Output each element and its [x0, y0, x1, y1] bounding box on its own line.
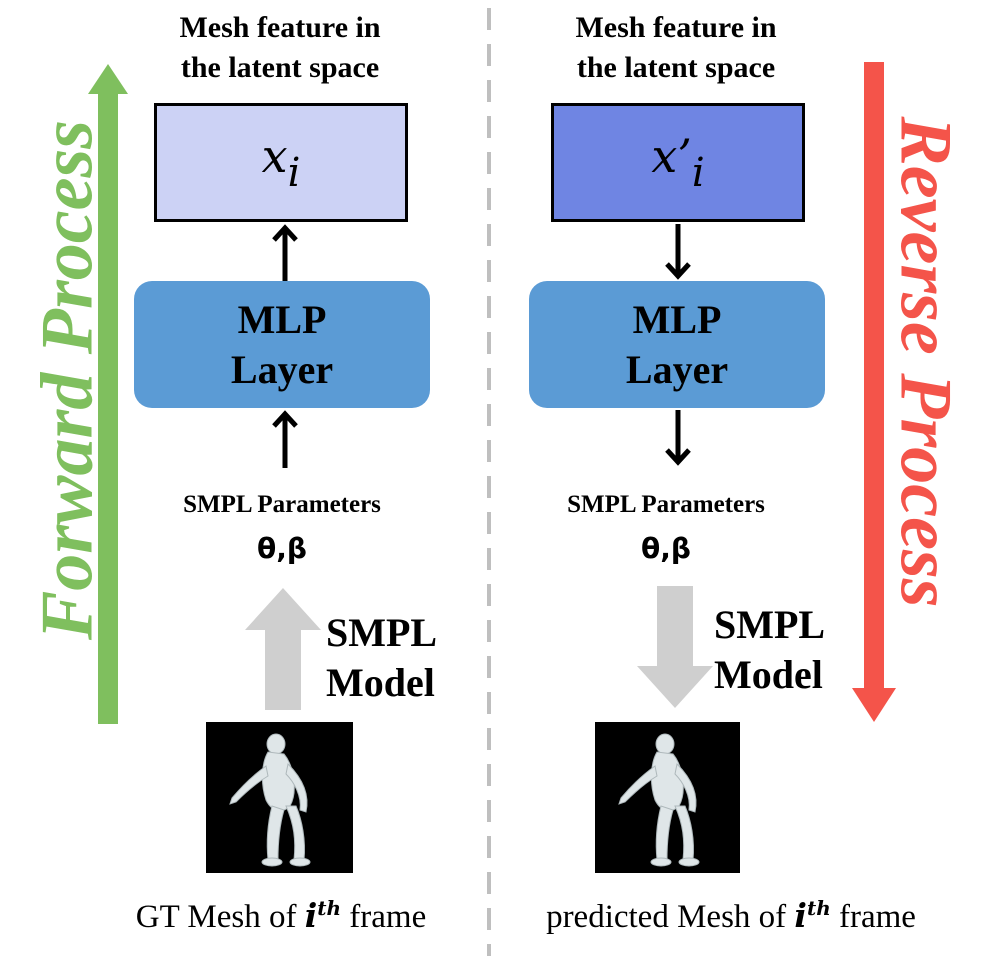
center-divider: [487, 8, 491, 956]
left-latent-title-line2: the latent space: [180, 51, 380, 84]
right-caption: predicted Mesh of ith frame: [546, 896, 916, 935]
right-latent-title-line1: Mesh feature in: [575, 11, 777, 44]
left-up-arrow-top: [272, 224, 298, 282]
left-up-arrow-bottom: [272, 410, 298, 468]
left-smpl-parameters-symbols: θ,β: [257, 532, 307, 565]
forward-process-arrow: [88, 64, 128, 724]
left-smpl-model-arrow: [245, 588, 321, 710]
right-smpl-model-line1: SMPL: [714, 602, 826, 647]
left-caption: GT Mesh of ith frame: [135, 896, 427, 935]
left-latent-box: xi: [154, 103, 408, 222]
right-latent-title-line2: the latent space: [576, 51, 776, 84]
right-down-arrow-top: [665, 224, 691, 280]
reverse-process-label: Reverse Process: [884, 116, 967, 608]
left-mlp-line2: Layer: [230, 346, 334, 392]
left-smpl-parameters-label: SMPL Parameters: [183, 491, 381, 518]
left-latent-title: Mesh feature in the latent space: [120, 8, 440, 88]
right-human-mesh-figure: [618, 733, 700, 867]
left-human-mesh-figure: [229, 733, 311, 867]
reverse-process-arrow: [852, 62, 896, 722]
right-down-arrow-bottom: [665, 410, 691, 466]
right-predicted-mesh-image: [595, 722, 740, 873]
right-latent-box: x’i: [551, 103, 805, 222]
left-mlp-layer: MLP Layer: [134, 281, 430, 408]
right-mlp-line2: Layer: [625, 346, 729, 392]
right-mlp-line1: MLP: [632, 296, 722, 342]
right-smpl-parameters-symbols: θ,β: [641, 532, 691, 565]
left-latent-variable: xi: [261, 129, 301, 196]
right-smpl-model-label: SMPL Model: [714, 600, 825, 700]
left-latent-title-line1: Mesh feature in: [179, 11, 381, 44]
right-smpl-model-line2: Model: [714, 652, 823, 697]
left-smpl-model-line2: Model: [326, 660, 435, 705]
left-smpl-model-label: SMPL Model: [326, 608, 437, 708]
left-gt-mesh-image: [206, 722, 353, 873]
right-smpl-model-arrow: [637, 586, 713, 708]
forward-process-label: Forward Process: [26, 119, 109, 641]
left-mlp-line1: MLP: [237, 296, 327, 342]
right-latent-variable: x’i: [651, 129, 705, 196]
left-smpl-model-line1: SMPL: [326, 610, 438, 655]
right-latent-title: Mesh feature in the latent space: [516, 8, 836, 88]
right-mlp-layer: MLP Layer: [529, 281, 825, 408]
right-smpl-parameters-label: SMPL Parameters: [567, 491, 765, 518]
